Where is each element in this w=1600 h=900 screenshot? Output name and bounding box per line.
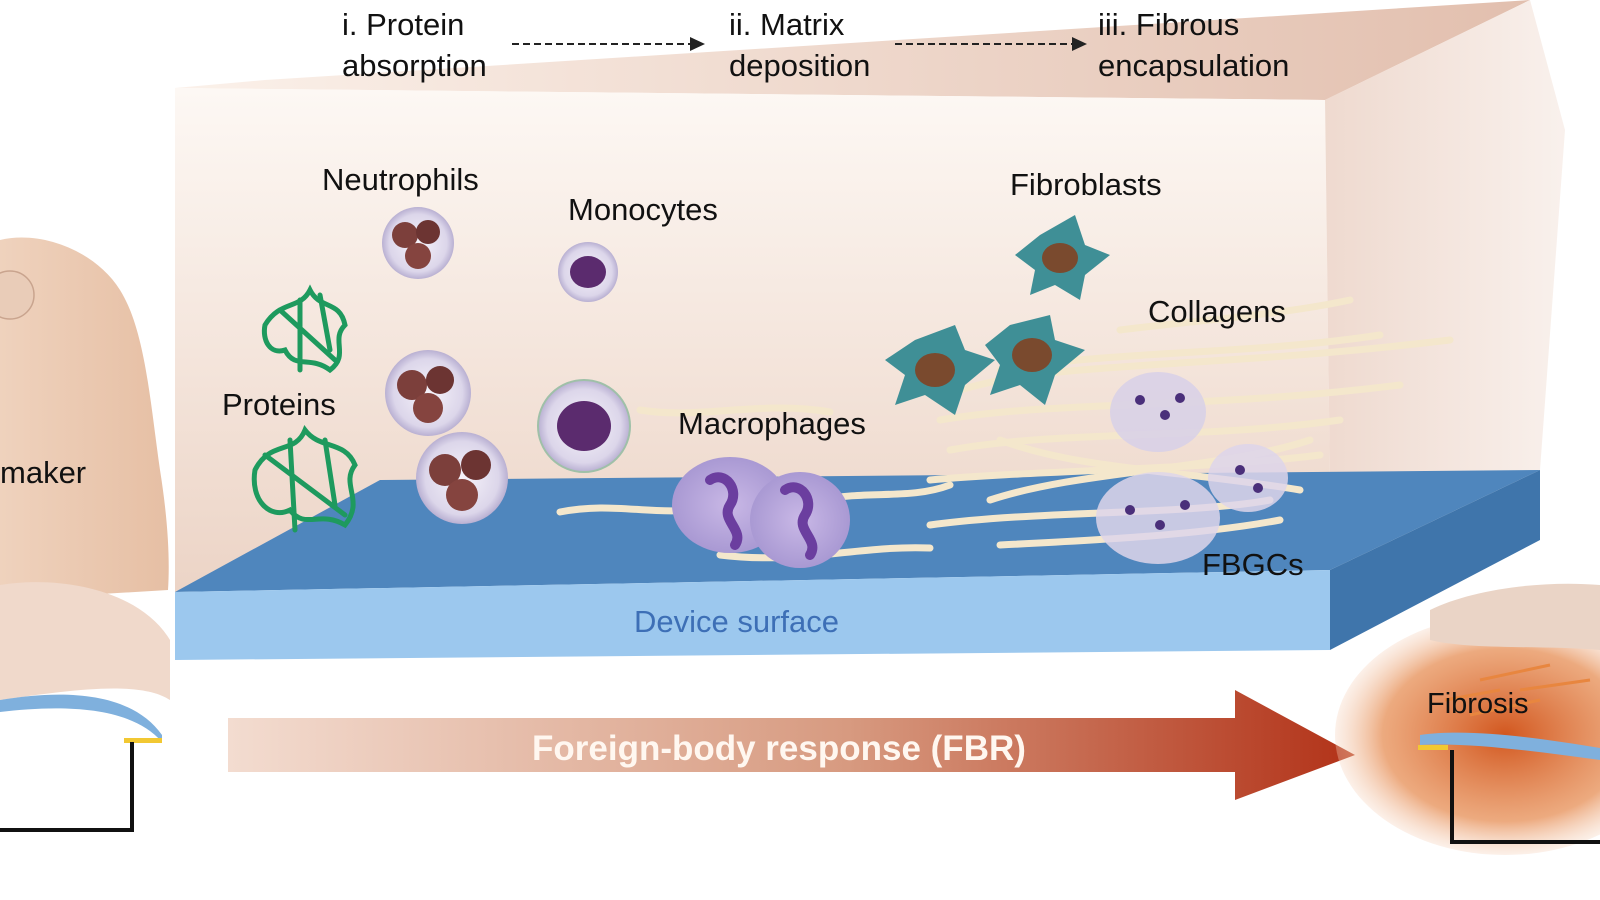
stage-1-label: i. Protein absorption bbox=[342, 5, 487, 87]
fbr-arrow bbox=[228, 690, 1355, 800]
patient-illustration bbox=[0, 237, 170, 832]
fibrosis-label: Fibrosis bbox=[1427, 688, 1529, 720]
fibroblasts-label: Fibroblasts bbox=[1010, 167, 1162, 202]
fibroblast-cells bbox=[885, 215, 1110, 415]
pacemaker-label: maker bbox=[0, 455, 87, 490]
collagens-label: Collagens bbox=[1148, 294, 1286, 329]
proteins-label: Proteins bbox=[222, 387, 336, 422]
fbgcs-label: FBGCs bbox=[1202, 547, 1304, 582]
stage-arrows bbox=[512, 37, 1087, 51]
protein-molecules bbox=[251, 284, 358, 533]
neutrophil-cells bbox=[382, 207, 508, 524]
neutrophils-label: Neutrophils bbox=[322, 162, 479, 197]
monocytes-label: Monocytes bbox=[568, 192, 718, 227]
stage-3-subtitle: encapsulation bbox=[1098, 47, 1290, 83]
macrophages-label: Macrophages bbox=[678, 406, 866, 441]
device-surface-label: Device surface bbox=[634, 604, 840, 639]
stage-1-title: i. Protein bbox=[342, 7, 465, 42]
macrophage-cells bbox=[672, 457, 850, 568]
fibrosis-illustration bbox=[1335, 583, 1600, 855]
fbr-arrow-label: Foreign-body response (FBR) bbox=[532, 729, 1026, 768]
stage-2-title: ii. Matrix bbox=[729, 7, 845, 42]
stage-2-label: ii. Matrix deposition bbox=[729, 5, 870, 87]
stage-2-subtitle: deposition bbox=[729, 47, 871, 83]
stage-3-title: iii. Fibrous bbox=[1098, 7, 1240, 42]
fbgc-cells bbox=[1096, 372, 1288, 564]
stage-1-subtitle: absorption bbox=[342, 47, 487, 83]
stage-3-label: iii. Fibrous encapsulation bbox=[1098, 5, 1289, 87]
monocyte-cells bbox=[537, 242, 631, 473]
